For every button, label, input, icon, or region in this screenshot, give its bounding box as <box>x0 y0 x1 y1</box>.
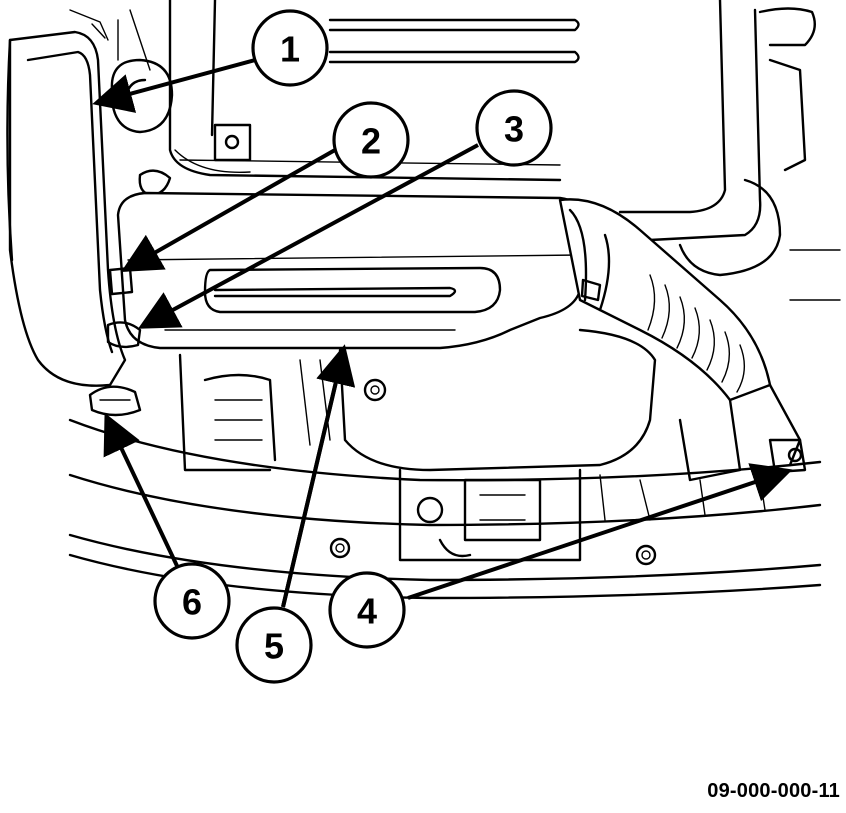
leader-4 <box>407 463 793 600</box>
callout-6: 6 <box>153 562 231 640</box>
mounting-bracket <box>768 438 807 474</box>
callout-4-label: 4 <box>357 591 377 632</box>
callout-4: 4 <box>328 571 406 649</box>
right-reservoir <box>618 0 841 301</box>
figure-id-label: 09-000-000-11 <box>707 780 840 802</box>
callout-3: 3 <box>475 89 553 167</box>
callout-1-label: 1 <box>280 29 300 70</box>
callout-3-label: 3 <box>504 109 524 150</box>
lower-engine <box>178 328 657 562</box>
leader-6 <box>103 412 180 569</box>
leader-2 <box>121 148 336 272</box>
leader-1 <box>92 58 256 113</box>
line-art <box>6 0 841 600</box>
callout-2-label: 2 <box>361 121 381 162</box>
callout-5-label: 5 <box>264 626 284 667</box>
leader-lines <box>92 58 793 608</box>
callout-2: 2 <box>332 101 410 179</box>
leader-3 <box>137 143 479 329</box>
air-intake-duct <box>558 198 802 482</box>
left-components <box>110 9 174 197</box>
air-cleaner-housing <box>116 191 584 350</box>
leader-5b <box>281 351 345 608</box>
callout-1: 1 <box>251 9 329 87</box>
front-fascia <box>68 418 822 600</box>
callout-6-label: 6 <box>182 582 202 623</box>
callout-5: 5 <box>235 606 313 684</box>
radiator-shroud <box>6 9 127 387</box>
